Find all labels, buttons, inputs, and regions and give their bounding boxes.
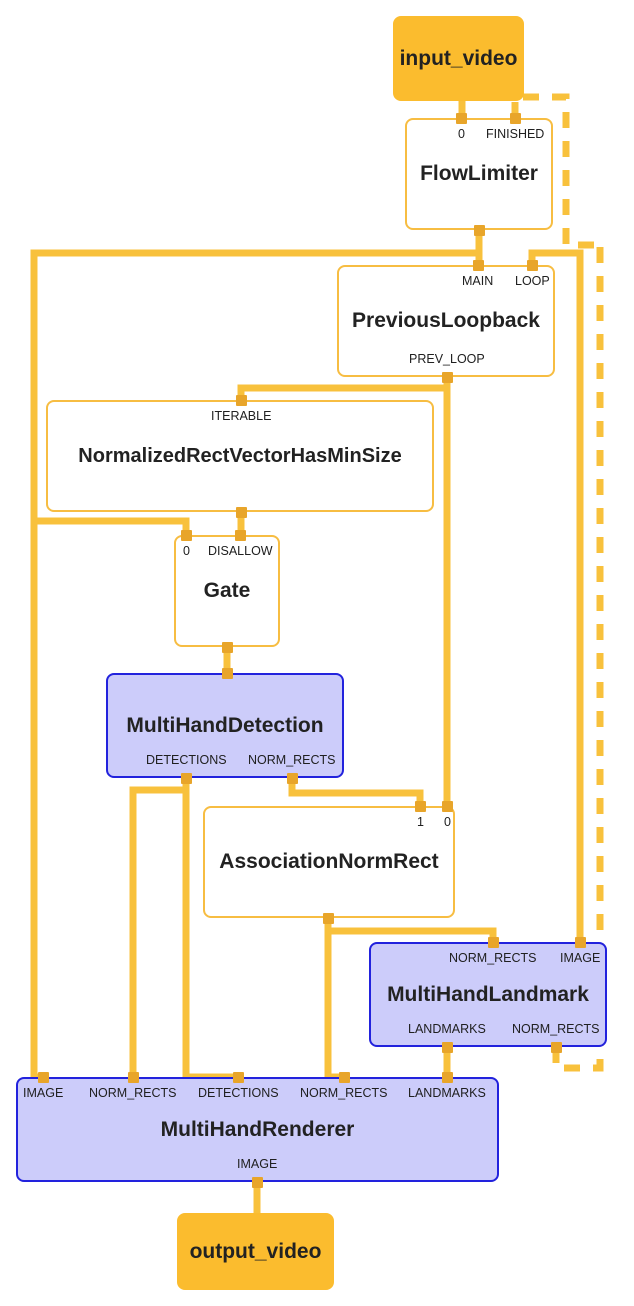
port-in-detections-multihandrenderer[interactable] bbox=[232, 1071, 244, 1083]
port-in-image-multihandlandmark[interactable] bbox=[574, 936, 586, 948]
edge-previous_loopback-PREV_LOOP-to-has_min_size-ITERABLE bbox=[237, 377, 451, 400]
port-in-finished-flowlimiter[interactable] bbox=[509, 112, 521, 124]
port-label-in-detections-multihandrenderer: DETECTIONS bbox=[198, 1086, 279, 1100]
port-label-in-image-multihandrenderer: IMAGE bbox=[23, 1086, 64, 1100]
port-label-out-landmarks-multihandlandmark: LANDMARKS bbox=[408, 1022, 486, 1036]
node-output-video[interactable]: output_video bbox=[177, 1213, 334, 1290]
port-label-in-norm-rects-multihandlandmark: NORM_RECTS bbox=[449, 951, 537, 965]
port-label-in-1-associationnormrect: 1 bbox=[417, 815, 424, 829]
node-multihandlandmark[interactable]: MultiHandLandmark bbox=[369, 942, 607, 1047]
edge-association_norm_rect-out-to-multi_hand_renderer-NORM_RECTS2 bbox=[324, 918, 344, 1081]
node-gate[interactable]: Gate bbox=[174, 535, 280, 647]
port-label-out-norm-rects-multihanddetection: NORM_RECTS bbox=[248, 753, 336, 767]
port-label-in-disallow-gate: DISALLOW bbox=[208, 544, 273, 558]
port-out-main-gate[interactable] bbox=[221, 641, 233, 653]
port-out-main-normalizedrectvectorhasminsize[interactable] bbox=[235, 506, 247, 518]
node-multihandrenderer[interactable]: MultiHandRenderer bbox=[16, 1077, 499, 1182]
port-label-in-image-multihandlandmark: IMAGE bbox=[560, 951, 601, 965]
node-input-video[interactable]: input_video bbox=[393, 16, 524, 101]
node-associationnormrect[interactable]: AssociationNormRect bbox=[203, 806, 455, 918]
port-label-out-norm-rects-multihandlandmark: NORM_RECTS bbox=[512, 1022, 600, 1036]
node-title: MultiHandLandmark bbox=[387, 982, 589, 1006]
edge-multi_hand_detection-DETECTIONS-to-multi_hand_renderer-NORM_RECTS bbox=[129, 786, 186, 1077]
node-normalizedrectvectorhasminsize[interactable]: NormalizedRectVectorHasMinSize bbox=[46, 400, 434, 512]
port-label-out-detections-multihanddetection: DETECTIONS bbox=[146, 753, 227, 767]
port-in-iterable-normalizedrectvectorhasminsize[interactable] bbox=[235, 394, 247, 406]
port-in-norm-rects-multihandrenderer[interactable] bbox=[127, 1071, 139, 1083]
edge-flow_limiter-out-to-gate-0 bbox=[34, 517, 190, 535]
port-in-0-associationnormrect[interactable] bbox=[441, 800, 453, 812]
port-in-0-flowlimiter[interactable] bbox=[455, 112, 467, 124]
port-label-in-norm-rects-multihandrenderer: NORM_RECTS bbox=[300, 1086, 388, 1100]
port-in-idx-multihanddetection[interactable] bbox=[221, 667, 233, 679]
port-out-main-flowlimiter[interactable] bbox=[473, 224, 485, 236]
port-out-prev-loop-previousloopback[interactable] bbox=[441, 371, 453, 383]
edge-multi_hand_detection-NORM_RECTS-to-association_norm_rect-1 bbox=[288, 778, 424, 806]
port-in-main-previousloopback[interactable] bbox=[472, 259, 484, 271]
port-label-out-image-multihandrenderer: IMAGE bbox=[237, 1157, 278, 1171]
port-out-norm-rects-multihandlandmark[interactable] bbox=[550, 1041, 562, 1053]
node-title: output_video bbox=[189, 1239, 322, 1263]
node-title: AssociationNormRect bbox=[219, 850, 439, 874]
port-in-image-multihandrenderer[interactable] bbox=[37, 1071, 49, 1083]
port-out-landmarks-multihandlandmark[interactable] bbox=[441, 1041, 453, 1053]
node-multihanddetection[interactable]: MultiHandDetection bbox=[106, 673, 344, 778]
port-out-main-associationnormrect[interactable] bbox=[322, 912, 334, 924]
node-title: NormalizedRectVectorHasMinSize bbox=[78, 445, 402, 467]
node-title: input_video bbox=[399, 46, 518, 70]
port-in-landmarks-multihandrenderer[interactable] bbox=[441, 1071, 453, 1083]
port-label-in-norm-rects-multihandrenderer: NORM_RECTS bbox=[89, 1086, 177, 1100]
port-in-0-gate[interactable] bbox=[180, 529, 192, 541]
port-in-norm-rects-multihandrenderer[interactable] bbox=[338, 1071, 350, 1083]
port-label-in-iterable-normalizedrectvectorhasminsize: ITERABLE bbox=[211, 409, 272, 423]
port-in-norm-rects-multihandlandmark[interactable] bbox=[487, 936, 499, 948]
node-title: MultiHandDetection bbox=[126, 713, 324, 737]
port-label-in-0-flowlimiter: 0 bbox=[458, 127, 465, 141]
node-title: FlowLimiter bbox=[420, 162, 538, 186]
port-in-1-associationnormrect[interactable] bbox=[414, 800, 426, 812]
port-in-disallow-gate[interactable] bbox=[234, 529, 246, 541]
port-out-detections-multihanddetection[interactable] bbox=[180, 772, 192, 784]
node-title: Gate bbox=[203, 579, 251, 603]
edge-association_norm_rect-out-to-multi_hand_landmark-NORM_RECTS bbox=[328, 927, 497, 942]
port-out-image-multihandrenderer[interactable] bbox=[251, 1176, 263, 1188]
node-title: MultiHandRenderer bbox=[160, 1117, 355, 1141]
port-label-out-prev-loop-previousloopback: PREV_LOOP bbox=[409, 352, 485, 366]
node-flowlimiter[interactable]: FlowLimiter bbox=[405, 118, 553, 230]
port-out-norm-rects-multihanddetection[interactable] bbox=[286, 772, 298, 784]
port-label-in-finished-flowlimiter: FINISHED bbox=[486, 127, 545, 141]
port-label-in-0-associationnormrect: 0 bbox=[444, 815, 451, 829]
node-previousloopback[interactable]: PreviousLoopback bbox=[337, 265, 555, 377]
port-label-in-0-gate: 0 bbox=[183, 544, 190, 558]
port-label-in-landmarks-multihandrenderer: LANDMARKS bbox=[408, 1086, 486, 1100]
node-title: PreviousLoopback bbox=[352, 309, 540, 333]
port-label-in-main-previousloopback: MAIN bbox=[462, 274, 494, 288]
port-label-in-loop-previousloopback: LOOP bbox=[515, 274, 550, 288]
port-in-loop-previousloopback[interactable] bbox=[526, 259, 538, 271]
